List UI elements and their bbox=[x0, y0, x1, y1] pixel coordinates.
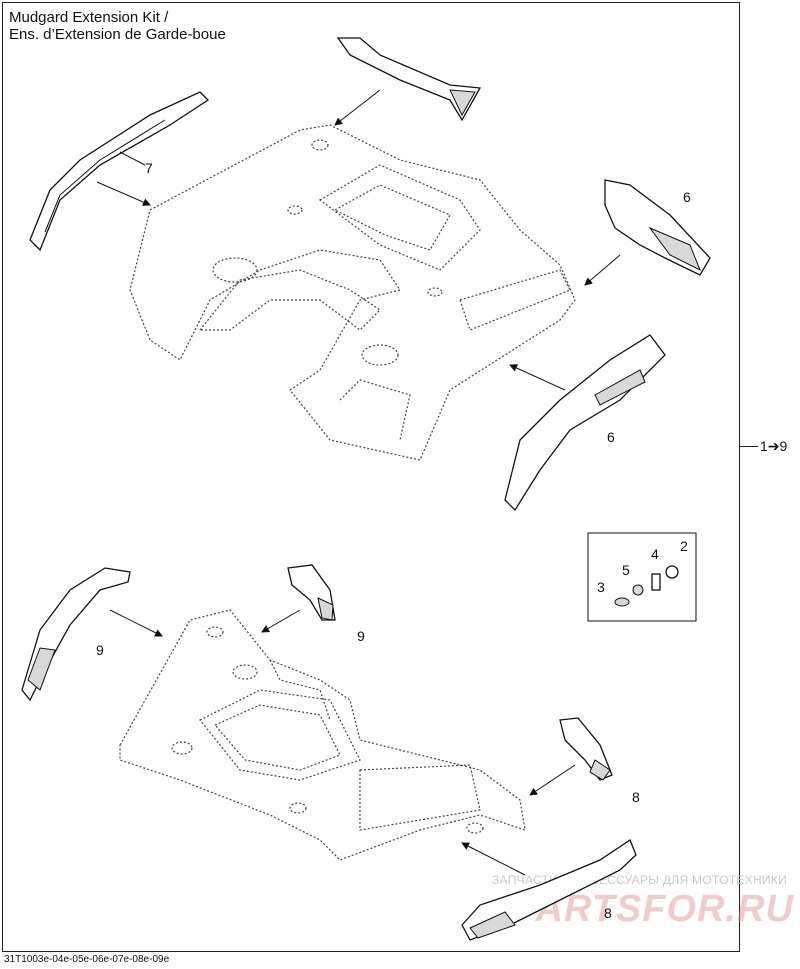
arrow-9-left bbox=[109, 609, 163, 637]
part-8-small bbox=[559, 717, 613, 781]
diagram-title: Mudgard Extension Kit / Ens. d’Extension… bbox=[9, 9, 226, 43]
callout-6-lower: 6 bbox=[607, 429, 615, 445]
arrow-6-upper bbox=[584, 254, 621, 286]
callout-2: 2 bbox=[680, 538, 688, 554]
arrow-8-lower bbox=[461, 842, 526, 876]
callout-8-lower: 8 bbox=[604, 905, 612, 921]
range-leader-line bbox=[740, 446, 758, 447]
top-center-piece bbox=[336, 37, 482, 122]
callout-4: 4 bbox=[651, 546, 659, 562]
callout-3: 3 bbox=[597, 579, 605, 595]
callout-9-left: 9 bbox=[96, 642, 104, 658]
arrow-7 bbox=[96, 181, 151, 206]
part-8-large bbox=[461, 839, 637, 941]
callout-6-upper: 6 bbox=[683, 189, 691, 205]
callout-9-right: 9 bbox=[357, 628, 365, 644]
part-9-large bbox=[21, 567, 131, 702]
hardware-box bbox=[587, 532, 697, 622]
part-9-small bbox=[287, 564, 336, 621]
part-3-washer bbox=[614, 597, 630, 607]
part-5-washer bbox=[632, 584, 644, 596]
diagram-frame bbox=[2, 2, 740, 952]
title-line-2: Ens. d’Extension de Garde-boue bbox=[9, 26, 226, 43]
title-line-1: Mudgard Extension Kit / bbox=[9, 9, 169, 26]
footer-code: 31T1003e-04e-05e-06e-07e-08e-09e bbox=[4, 954, 170, 965]
arrow-8-upper bbox=[529, 764, 576, 796]
range-label: 1➔9 bbox=[760, 438, 788, 454]
callout-7: 7 bbox=[145, 160, 153, 176]
arrow-6-lower bbox=[509, 364, 566, 391]
part-2-nut bbox=[665, 565, 679, 579]
callout-5: 5 bbox=[622, 562, 630, 578]
hardware-inset bbox=[587, 532, 697, 622]
front-fender-body bbox=[129, 124, 576, 461]
part-6-small bbox=[604, 179, 711, 276]
part-6-large bbox=[504, 334, 666, 512]
rear-fender-body bbox=[119, 609, 526, 861]
part-7-extension bbox=[29, 91, 210, 252]
arrow-9-right bbox=[261, 609, 301, 633]
arrow-top bbox=[334, 89, 381, 126]
part-4-screw bbox=[651, 573, 661, 591]
callout-8-upper: 8 bbox=[632, 789, 640, 805]
